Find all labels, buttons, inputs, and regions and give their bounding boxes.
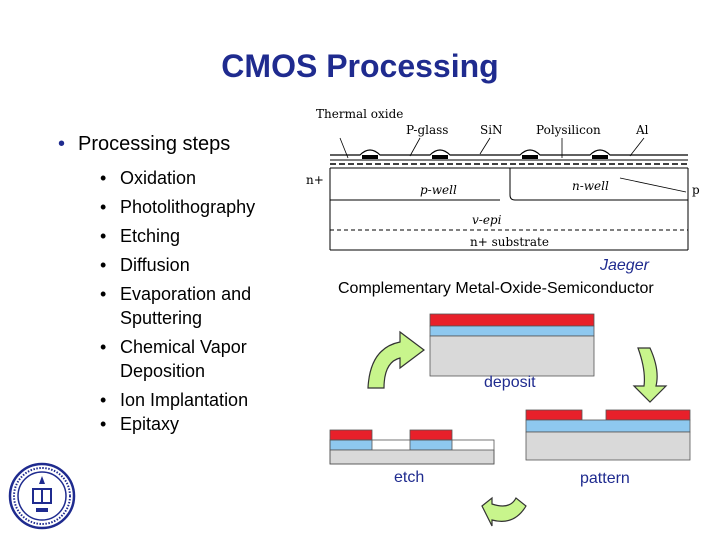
list-item: •Oxidation xyxy=(100,168,197,188)
etch-stack xyxy=(329,429,495,465)
jaeger-credit: Jaeger xyxy=(600,257,649,274)
list-item: •Evaporation and Sputtering xyxy=(100,284,252,328)
bullet-icon: • xyxy=(100,226,107,246)
list-item: •Etching xyxy=(100,226,181,246)
pattern-label: pattern xyxy=(580,470,630,487)
label-n-plus: n+ xyxy=(306,173,324,187)
bullet-icon: • xyxy=(100,390,107,410)
label-sin: SiN xyxy=(480,123,503,137)
list-item: •Photolithography xyxy=(100,197,256,217)
deposit-label: deposit xyxy=(484,374,536,391)
label-substrate: n+ substrate xyxy=(470,235,549,249)
cmos-cross-section-diagram: Thermal oxide P-glass SiN Polysilicon Al… xyxy=(306,107,700,251)
label-n-well: n-well xyxy=(572,179,609,193)
page-title: CMOS Processing xyxy=(221,48,499,84)
bullet-icon: • xyxy=(100,414,107,434)
bullet-icon: • xyxy=(100,168,107,188)
label-p-well: p-well xyxy=(420,183,457,197)
arrow-up-right-icon xyxy=(367,330,425,389)
main-bullet-text: Processing steps xyxy=(78,133,231,155)
list-item: •Epitaxy xyxy=(100,414,180,434)
list-item: •Chemical Vapor Deposition xyxy=(100,337,247,381)
pattern-stack xyxy=(525,409,691,461)
bullet-icon: • xyxy=(100,255,107,275)
arrow-down-icon xyxy=(632,347,668,403)
bullet-icon: • xyxy=(58,133,66,155)
list-item: •Ion Implantation xyxy=(100,390,249,410)
process-cycle-diagram xyxy=(329,313,691,527)
steps-list: •Oxidation •Photolithography •Etching •D… xyxy=(100,166,290,436)
label-v-epi: v-epi xyxy=(472,213,502,227)
cmos-caption: Complementary Metal-Oxide-Semiconductor xyxy=(338,280,654,297)
bullet-icon: • xyxy=(100,197,107,217)
bullet-icon: • xyxy=(100,337,107,357)
etch-label: etch xyxy=(394,469,425,486)
label-p-glass: P-glass xyxy=(406,123,448,137)
label-thermal-oxide: Thermal oxide xyxy=(316,107,403,121)
list-item: •Diffusion xyxy=(100,255,190,275)
label-polysilicon: Polysilicon xyxy=(536,123,601,137)
arrow-cycle-icon xyxy=(481,496,527,527)
label-al: Al xyxy=(635,123,649,137)
deposit-stack xyxy=(429,313,595,377)
main-bullet: • Processing steps xyxy=(58,133,230,156)
bullet-icon: • xyxy=(100,284,107,304)
label-p-plus: p+ xyxy=(692,183,700,197)
university-seal-logo xyxy=(8,462,76,530)
